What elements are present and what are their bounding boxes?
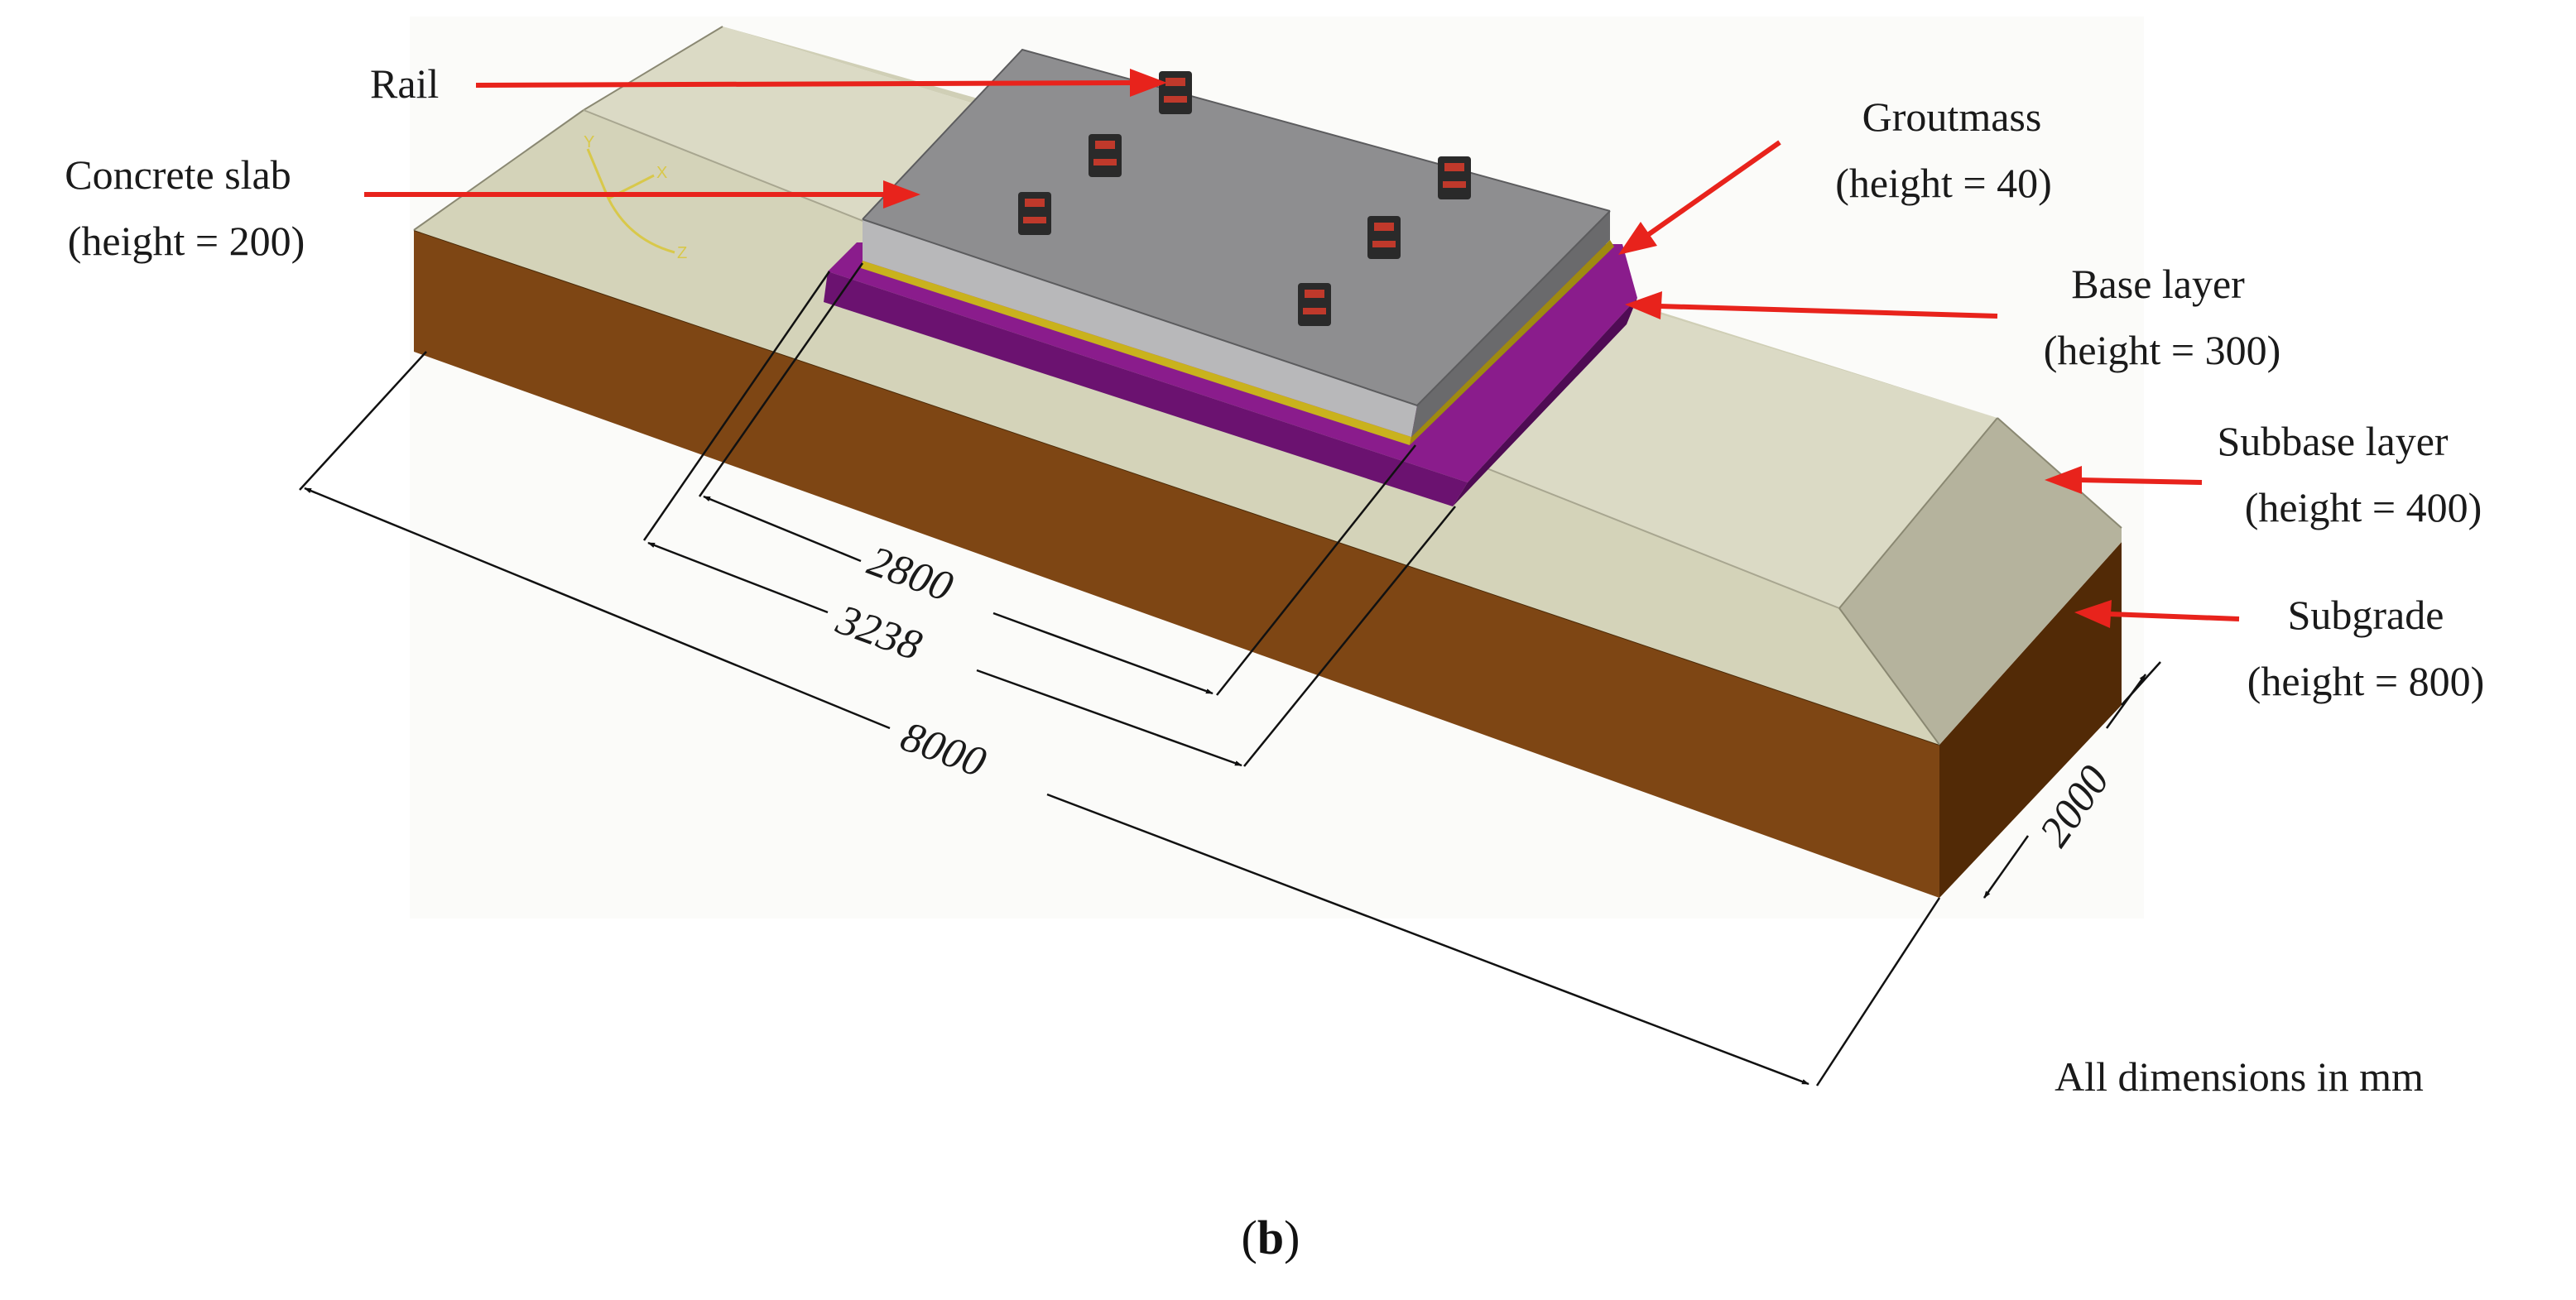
label-groutmass: Groutmass: [1862, 94, 2042, 140]
extension-line: [1243, 506, 1456, 767]
dim-line-2000: [2105, 674, 2147, 729]
rail-clip-6: [1298, 283, 1331, 326]
caption-open: (: [1242, 1211, 1257, 1264]
extension-line: [642, 271, 831, 541]
arrow-concrete-slab: [364, 180, 920, 209]
label-subgrade: Subgrade: [2288, 592, 2444, 638]
label-concrete-slab: Concrete slab: [65, 151, 291, 198]
dim-line-2000: [1982, 835, 2030, 899]
axis-label-z: Z: [677, 244, 687, 262]
arrow-rail: [475, 69, 1167, 97]
units-note: All dimensions in mm: [2055, 1053, 2424, 1100]
extension-line: [698, 262, 864, 497]
leader-arrows: [364, 69, 2240, 628]
axis-label-y: Y: [584, 133, 594, 151]
label-subbase-layer-height: (height = 400): [2245, 484, 2482, 530]
rail-fasteners: [1018, 71, 1471, 326]
concrete-slab: [862, 48, 1611, 437]
label-base-layer: Base layer: [2071, 261, 2245, 307]
axis-label-x: X: [656, 164, 667, 182]
dimension-lines: [299, 262, 2161, 1087]
label-groutmass-height: (height = 40): [1835, 160, 2051, 206]
label-subbase-layer: Subbase layer: [2217, 418, 2448, 464]
caption-letter: b: [1257, 1211, 1284, 1264]
label-base-layer-height: (height = 300): [2044, 327, 2280, 373]
caption-close: ): [1284, 1211, 1300, 1264]
dim-line-8000: [1046, 793, 1809, 1086]
dim-line-3238: [647, 541, 829, 614]
label-concrete-slab-height: (height = 200): [68, 218, 305, 264]
arrow-groutmass: [1618, 140, 1781, 255]
figure-caption: (b): [1242, 1211, 1300, 1264]
rail-clip-3: [1018, 192, 1051, 235]
dim-line-3238: [976, 669, 1242, 767]
dim-line-2800: [992, 612, 1214, 695]
arrow-subgrade: [2074, 600, 2240, 628]
arrow-base-layer: [1625, 291, 1998, 319]
dim-line-8000: [304, 487, 891, 730]
arrow-subbase-layer: [2045, 466, 2203, 494]
extension-line: [1216, 444, 1416, 696]
rail-clip-2: [1089, 134, 1122, 177]
label-rail: Rail: [370, 60, 439, 107]
dim-line-2800: [703, 495, 862, 563]
groutmass-layer: [861, 240, 1614, 445]
rail-clip-4: [1438, 156, 1471, 199]
extension-line: [1815, 897, 1941, 1087]
rail-clip-5: [1367, 216, 1401, 259]
label-subgrade-height: (height = 800): [2247, 658, 2484, 704]
axis-triad: Y X Z: [584, 133, 687, 262]
rail-clip-1: [1159, 71, 1192, 114]
extension-line: [299, 351, 427, 491]
